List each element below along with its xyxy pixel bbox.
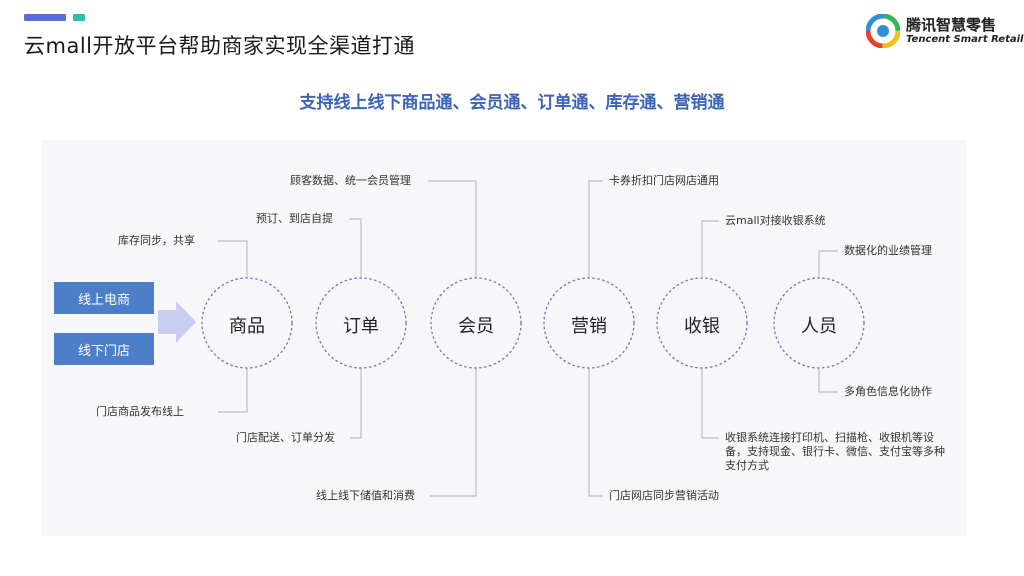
connector-member-bottom bbox=[430, 368, 477, 497]
node-goods: 商品 bbox=[229, 316, 265, 337]
source-online-ecommerce: 线上电商 bbox=[54, 282, 154, 314]
annotation-goods-bottom: 门店商品发布线上 bbox=[96, 405, 184, 418]
node-circle-marketing bbox=[543, 277, 635, 369]
logo-text-cn: 腾讯智慧零售 bbox=[906, 16, 997, 34]
node-staff: 人员 bbox=[801, 316, 837, 337]
annotation-marketing-bottom: 门店网店同步营销活动 bbox=[609, 489, 719, 502]
flow-arrow-icon bbox=[158, 301, 196, 343]
annotation-order-top: 预订、到店自提 bbox=[256, 212, 333, 225]
annotation-cashier-top: 云mall对接收银系统 bbox=[725, 214, 826, 227]
logo-text-en: Tencent Smart Retail bbox=[906, 34, 1024, 45]
node-circle-order bbox=[315, 277, 407, 369]
connector-member-top bbox=[428, 180, 477, 278]
page-title: 云mall开放平台帮助商家实现全渠道打通 bbox=[24, 34, 415, 58]
annotation-staff-bottom: 多角色信息化协作 bbox=[844, 385, 932, 398]
annotation-staff-top: 数据化的业绩管理 bbox=[844, 244, 932, 257]
connector-staff-top bbox=[818, 250, 838, 278]
node-circle-goods bbox=[201, 277, 293, 369]
connector-cashier-bottom bbox=[701, 368, 719, 439]
node-cashier: 收银 bbox=[684, 316, 720, 337]
node-circle-staff bbox=[773, 277, 865, 369]
annotation-marketing-top: 卡券折扣门店网店通用 bbox=[609, 174, 719, 187]
connector-marketing-bottom bbox=[588, 368, 603, 497]
connector-goods-bottom bbox=[218, 368, 248, 413]
node-marketing: 营销 bbox=[571, 316, 607, 337]
source-offline-store: 线下门店 bbox=[54, 333, 154, 365]
node-order: 订单 bbox=[343, 316, 379, 337]
connector-cashier-top bbox=[701, 220, 719, 278]
node-circle-member bbox=[430, 277, 522, 369]
tencent-swirl-icon bbox=[866, 14, 900, 48]
connector-goods-top bbox=[218, 240, 248, 278]
connector-marketing-top bbox=[588, 180, 603, 278]
header-accent-bar-blue bbox=[24, 14, 66, 21]
node-circle-cashier bbox=[656, 277, 748, 369]
connector-order-top bbox=[349, 218, 362, 278]
annotation-member-bottom: 线上线下储值和消费 bbox=[316, 489, 415, 502]
annotation-cashier-bottom: 收银系统连接打印机、扫描枪、收银机等设备，支持现金、银行卡、微信、支付宝等多种支… bbox=[725, 431, 945, 472]
diagram-subtitle: 支持线上线下商品通、会员通、订单通、库存通、营销通 bbox=[299, 93, 725, 113]
connector-staff-bottom bbox=[818, 368, 838, 393]
annotation-order-bottom: 门店配送、订单分发 bbox=[236, 431, 335, 444]
header-accent-bar-green bbox=[73, 14, 85, 21]
connector-order-bottom bbox=[350, 368, 362, 439]
annotation-goods-top: 库存同步，共享 bbox=[118, 234, 195, 247]
annotation-member-top: 顾客数据、统一会员管理 bbox=[290, 174, 411, 187]
node-member: 会员 bbox=[458, 316, 494, 337]
